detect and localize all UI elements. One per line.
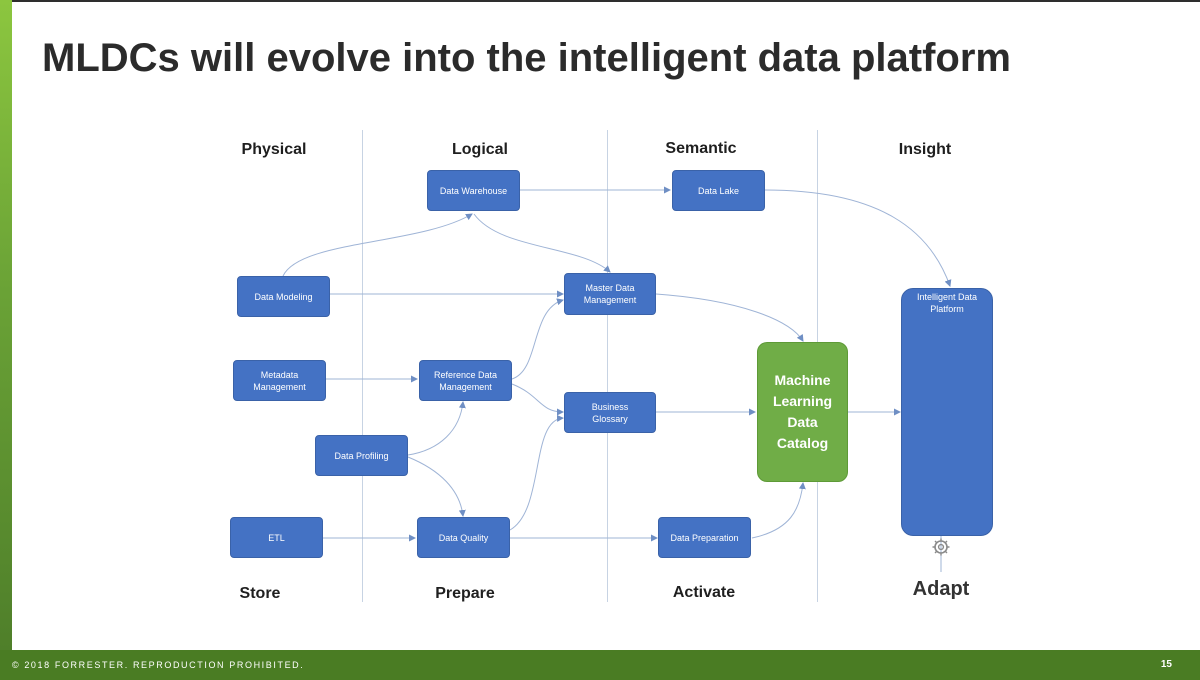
node-business-glossary: Business Glossary <box>564 392 656 433</box>
arrow-lake-to-platform <box>764 189 952 287</box>
node-data-lake: Data Lake <box>672 170 765 211</box>
node-data-profiling: Data Profiling <box>315 435 408 476</box>
node-data-modeling: Data Modeling <box>237 276 330 317</box>
left-accent-bar <box>0 0 12 650</box>
arrow-profiling-to-refdata <box>407 401 466 456</box>
arrow-refdata-to-mdm <box>511 298 564 380</box>
arrow-quality-to-glossary <box>509 414 564 531</box>
data-platform-diagram: Physical Logical Semantic Insight Data W… <box>230 130 993 602</box>
node-intelligent-data-platform: Intelligent Data Platform <box>901 288 993 536</box>
node-machine-learning-data-catalog: Machine Learning Data Catalog <box>757 342 848 482</box>
stage-divider <box>362 130 363 602</box>
node-master-data-management: Master Data Management <box>564 273 656 315</box>
phase-label-prepare: Prepare <box>435 585 495 602</box>
stage-label-insight: Insight <box>898 141 952 158</box>
footer-bar: © 2018 FORRESTER. REPRODUCTION PROHIBITE… <box>0 650 1200 680</box>
node-etl: ETL <box>230 517 323 558</box>
footer-copyright: © 2018 FORRESTER. REPRODUCTION PROHIBITE… <box>12 660 305 670</box>
arrow-profiling-to-quality <box>407 456 466 517</box>
phase-label-adapt: Adapt <box>912 578 970 600</box>
stage-label-logical: Logical <box>451 141 509 158</box>
node-data-warehouse: Data Warehouse <box>427 170 520 211</box>
node-data-quality: Data Quality <box>417 517 510 558</box>
arrow-modeling-to-warehouse <box>282 213 473 277</box>
phase-label-store: Store <box>239 585 281 602</box>
top-border-line <box>12 0 1200 2</box>
arrow-prep-to-mldc <box>751 482 806 539</box>
node-reference-data-management: Reference Data Management <box>419 360 512 401</box>
gear-icon <box>932 538 950 556</box>
node-metadata-management: Metadata Management <box>233 360 326 401</box>
node-data-preparation: Data Preparation <box>658 517 751 558</box>
slide-title: MLDCs will evolve into the intelligent d… <box>42 36 1011 80</box>
arrow-refdata-to-glossary <box>511 383 564 416</box>
connector-arrows <box>282 186 952 572</box>
arrow-mdm-to-mldc <box>655 293 804 342</box>
arrow-warehouse-to-mdm <box>473 213 611 273</box>
stage-label-semantic: Semantic <box>665 140 737 157</box>
page-number: 15 <box>1160 659 1172 670</box>
phase-label-activate: Activate <box>672 584 736 601</box>
stage-divider <box>607 130 608 602</box>
stage-label-physical: Physical <box>241 141 307 158</box>
